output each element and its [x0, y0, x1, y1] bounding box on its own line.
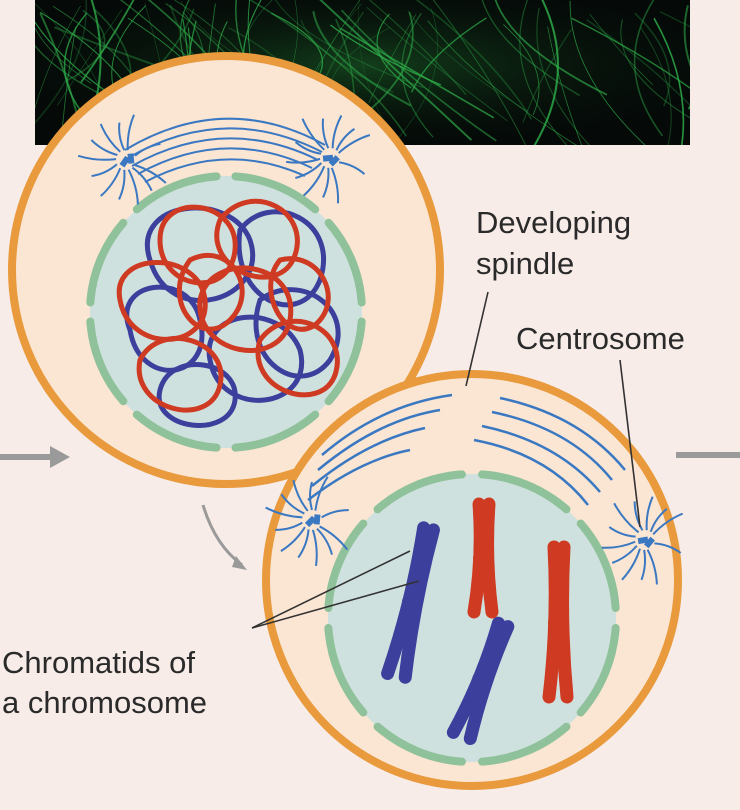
leader-lines [251, 291, 641, 629]
centrosome-icon [286, 115, 371, 204]
developing-spindle-label-line1: Developing [476, 205, 632, 240]
cell-prophase [262, 370, 684, 790]
developing-spindle-label-line2: spindle [476, 246, 575, 281]
nuclear-envelope [324, 470, 620, 766]
nuclear-envelope [86, 172, 366, 452]
process-arrow-icon [0, 446, 70, 468]
centrosome-icon [601, 496, 684, 585]
spindle-fibers [124, 117, 326, 183]
spindle-leader [465, 291, 489, 387]
chromatids-label-line2: a chromosome [2, 685, 208, 720]
transition-arrow-icon [201, 504, 247, 570]
chromatin [116, 198, 341, 428]
centrosome-label: Centrosome [516, 321, 685, 356]
chromatid-leader-2 [251, 580, 420, 629]
centrosome-leader [619, 359, 641, 528]
chromosome-icon [446, 616, 515, 746]
micrograph [35, 0, 690, 145]
cell-interphase [8, 52, 444, 488]
chromatid-leader-1 [251, 550, 411, 629]
chromosome-icon [467, 497, 499, 619]
chromosome-icon [381, 521, 440, 684]
chromatids-label-line1: Chromatids of [2, 645, 195, 680]
chromosomes [381, 497, 574, 746]
centrosome-icon [77, 114, 167, 205]
spindle-fibers [307, 393, 626, 506]
chromosome-icon [542, 540, 574, 704]
centrosome-icon [265, 476, 349, 566]
